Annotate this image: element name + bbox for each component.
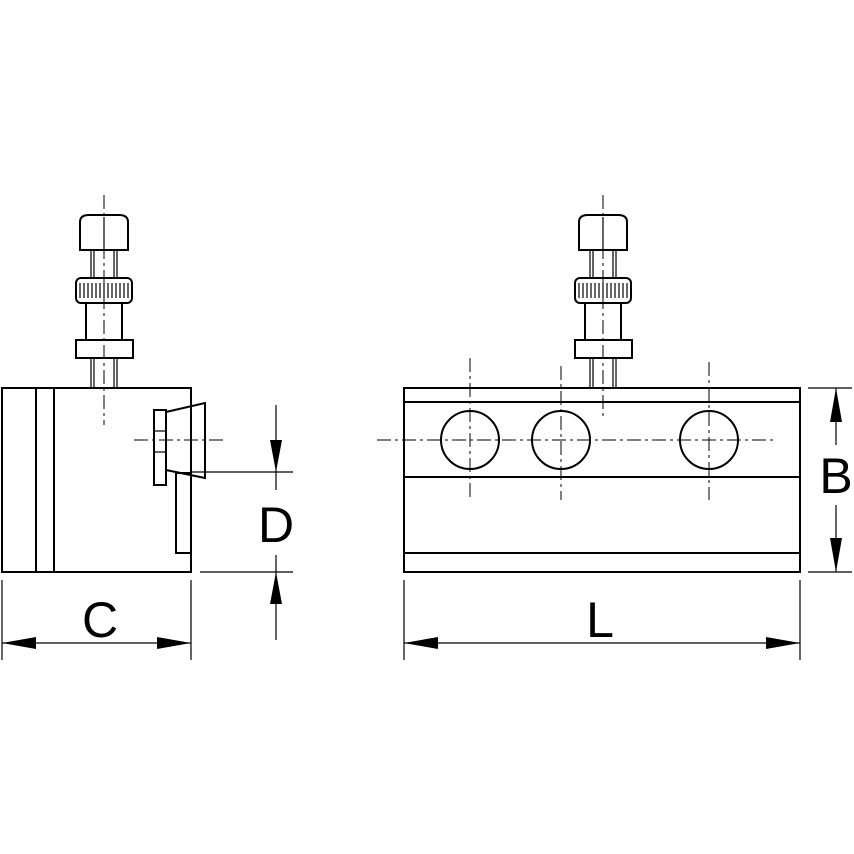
dimension-b: B — [808, 387, 853, 573]
block-body — [1, 387, 192, 573]
dimension-label-c: C — [82, 592, 118, 648]
dimension-d: D — [190, 405, 294, 640]
dimension-label-d: D — [258, 497, 294, 553]
wedge-base — [153, 409, 167, 486]
dimension-label-b: B — [819, 448, 852, 504]
block-body — [403, 387, 801, 573]
insert-section — [175, 472, 192, 554]
wedge — [165, 401, 206, 480]
dimension-label-l: L — [586, 592, 614, 648]
dimension-c: C — [1, 580, 192, 660]
side-view: D C — [1, 195, 294, 660]
front-view: B L — [377, 195, 853, 660]
dimension-l: L — [403, 580, 801, 660]
